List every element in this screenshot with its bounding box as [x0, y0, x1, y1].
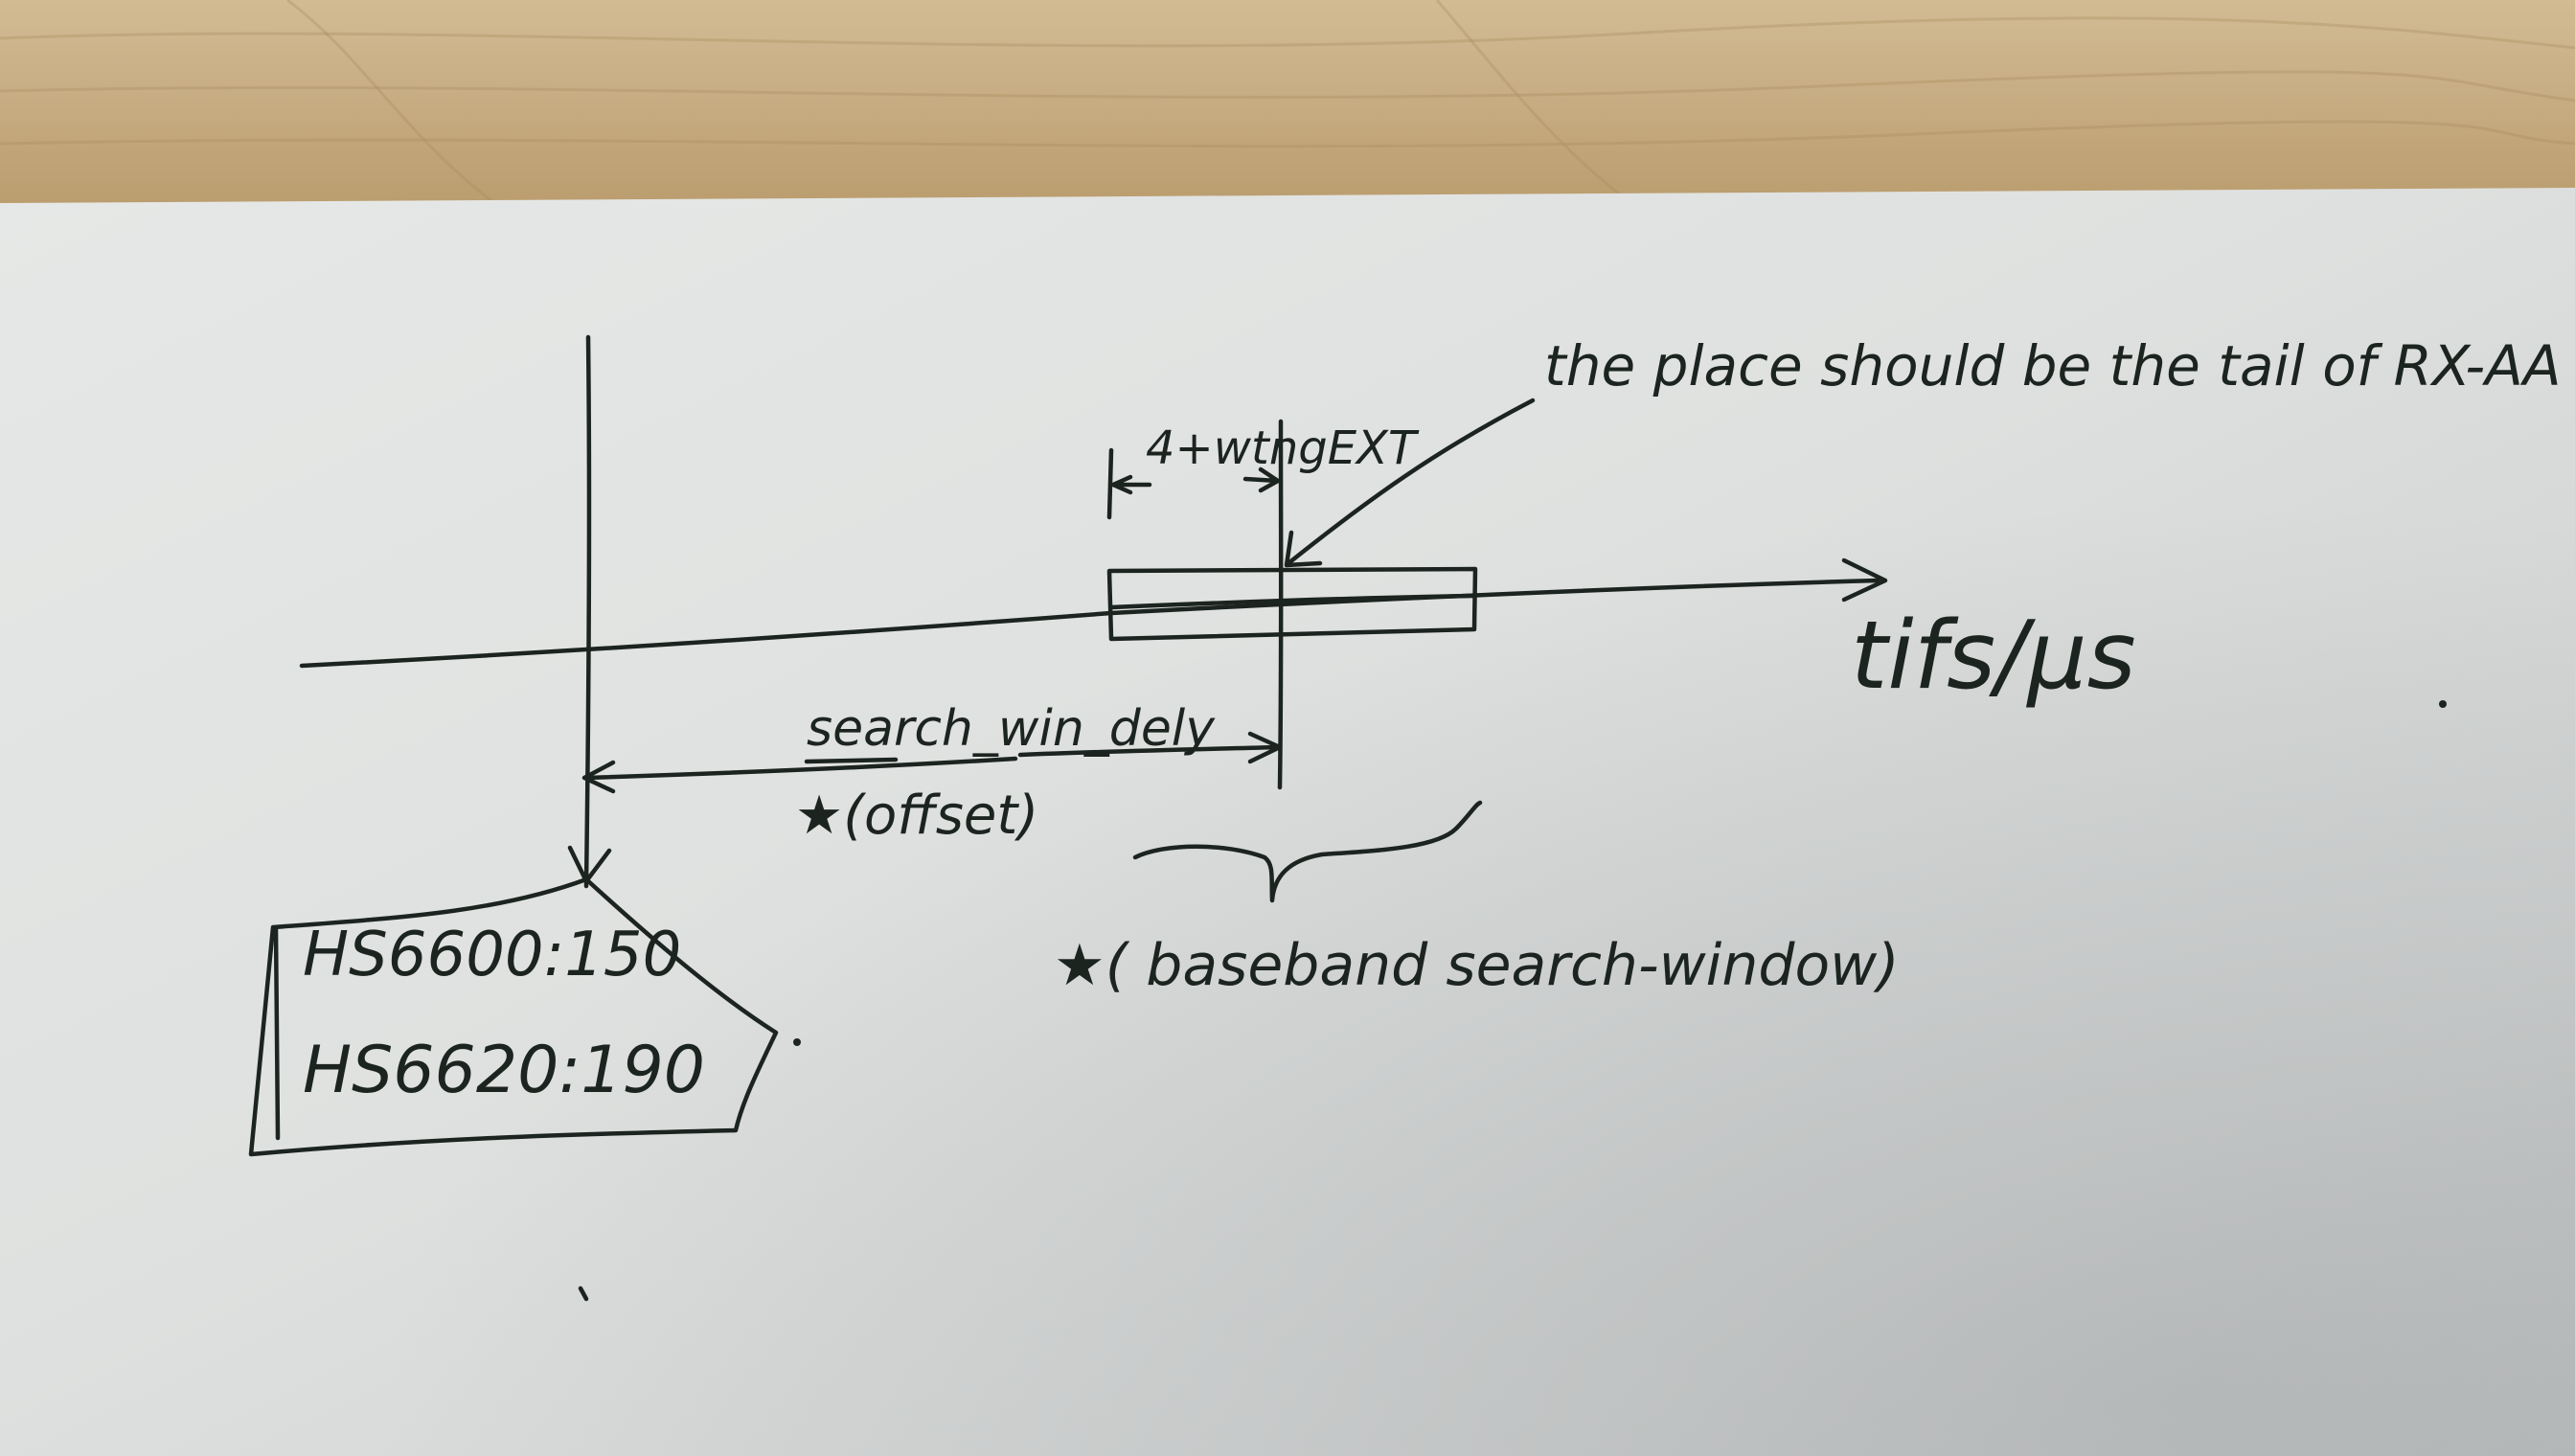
delay-left-arrowhead — [581, 760, 616, 794]
note-pointer-arrowhead — [1284, 530, 1323, 568]
time-axis-arrowhead — [1841, 557, 1888, 603]
axis-label-text: tifs/μs — [1851, 602, 2136, 711]
search-window-brace — [1132, 800, 1483, 903]
window-tail-tick — [1277, 419, 1284, 790]
pen-dot — [793, 1038, 801, 1046]
search-window-box — [1106, 566, 1478, 642]
note-pointer-arrow — [1286, 398, 1536, 566]
wood-grain — [0, 0, 2575, 208]
delay-dimension-line — [583, 744, 1282, 781]
paper-shadow — [0, 192, 2575, 1456]
delay-label-text: search_win_dely — [807, 700, 1216, 758]
hs6600-value-text: HS6600:150 — [303, 920, 681, 990]
offset-label-text: ★(offset) — [795, 785, 1038, 847]
tail-note-text: the place should be the tail of RX-AA — [1544, 333, 2562, 398]
pen-dot — [2439, 700, 2447, 708]
wood-desk — [0, 0, 2575, 220]
vertical-axis-line — [583, 334, 592, 889]
value-box-marker-arrow — [567, 845, 612, 884]
window-label-text: ★( baseband search-window) — [1054, 932, 1900, 999]
ext-dimension-left-arrow — [1110, 474, 1152, 495]
hs6620-value-text: HS6620:190 — [303, 1033, 705, 1108]
value-box-outline — [248, 876, 779, 1157]
search-window-inner-line — [1108, 593, 1476, 610]
delay-right-arrowhead — [1247, 731, 1283, 764]
pen-mark — [578, 1285, 589, 1302]
value-box-stroke-extra — [273, 924, 281, 1141]
ext-dimension-right-arrow — [1242, 466, 1281, 493]
ext-dimension-left-bar — [1106, 447, 1114, 520]
tick-label-text: 4+wtngEXT — [1146, 421, 1420, 475]
delay-underline — [804, 757, 899, 764]
